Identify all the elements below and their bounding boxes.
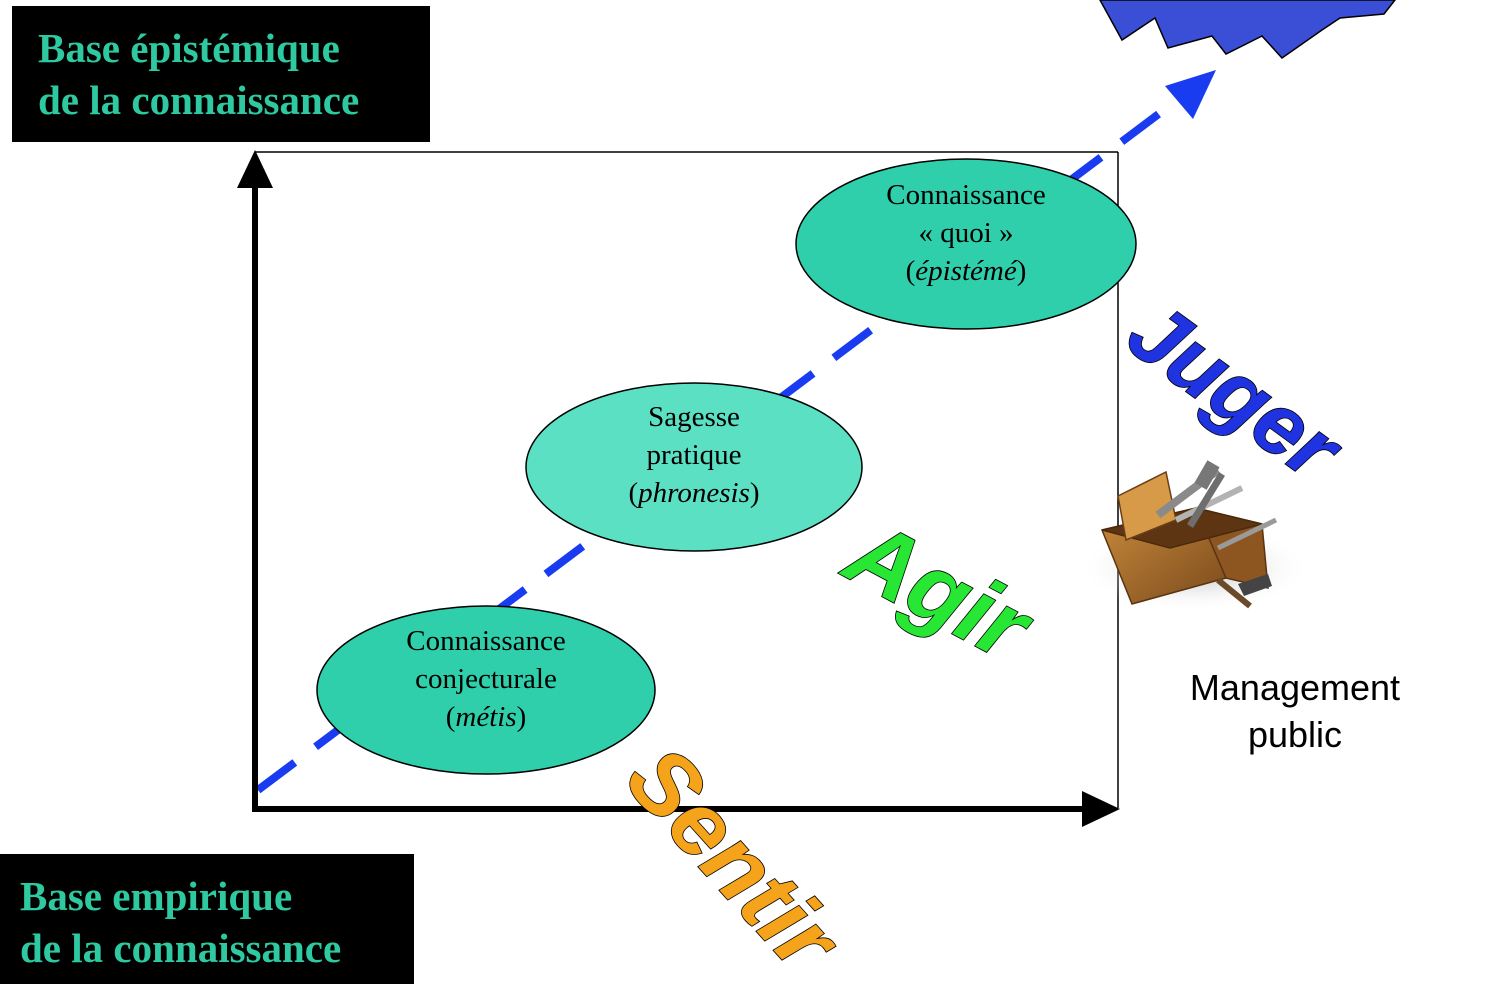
star-burst-icon (1099, 0, 1396, 59)
ellipse-episteme (795, 158, 1137, 330)
epistemic-label-line1: Base épistémique (38, 25, 340, 71)
x-axis-arrow-head (1082, 791, 1120, 827)
phronesis-line3: (phronesis) (628, 477, 760, 509)
metis-line2: conjecturale (415, 663, 557, 695)
metis-line1: Connaissance (406, 625, 566, 657)
empirical-label-line1: Base empirique (20, 873, 293, 919)
ellipse-metis (316, 605, 656, 775)
empirical-base-label: Base empirique de la connaissance (0, 854, 414, 984)
metis-text: Connaissance conjecturale (métis) (336, 622, 636, 736)
metis-line3: (métis) (445, 701, 527, 733)
episteme-line3: (épistémé) (905, 255, 1027, 287)
verb-juger: Juger (1111, 283, 1361, 501)
management-line2: public (1247, 714, 1343, 755)
episteme-line1: Connaissance (886, 179, 1046, 211)
verb-sentir: Sentir (607, 727, 860, 984)
epistemic-base-label: Base épistémique de la connaissance (12, 6, 430, 142)
episteme-text: Connaissance « quoi » (épistémé) (816, 176, 1116, 290)
y-axis-arrow-head (237, 150, 273, 188)
empirical-label-line2: de la connaissance (20, 925, 342, 971)
phronesis-line2: pratique (646, 439, 742, 471)
phronesis-line1: Sagesse (648, 401, 740, 433)
episteme-term: épistémé (915, 255, 1017, 287)
metis-term: métis (455, 701, 517, 733)
epistemic-label-line2: de la connaissance (38, 77, 360, 123)
management-line1: Management (1189, 667, 1401, 708)
ellipse-phronesis (525, 382, 863, 552)
toolbox-icon (1079, 460, 1311, 612)
management-public-label: Management public (1140, 664, 1450, 758)
phronesis-text: Sagesse pratique (phronesis) (544, 398, 844, 512)
dashed-arrow-head (1165, 70, 1216, 119)
episteme-line2: « quoi » (918, 217, 1014, 249)
phronesis-term: phronesis (638, 477, 750, 509)
verb-agir: Agir (829, 498, 1050, 682)
